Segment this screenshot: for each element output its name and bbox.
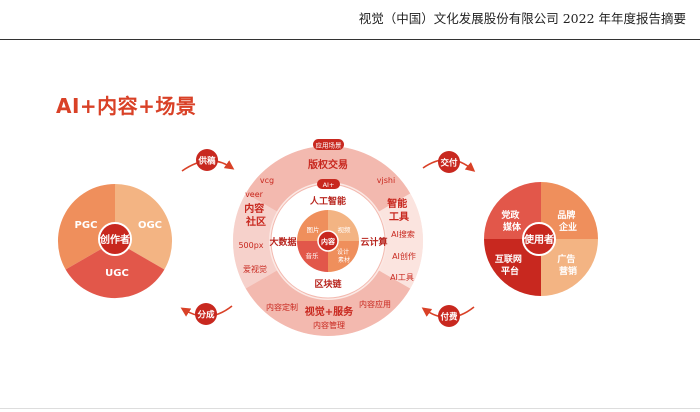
party-media-label: 党政 媒体 — [501, 209, 522, 233]
pgc-label: PGC — [75, 220, 98, 231]
bigdata-label: 大数据 — [269, 236, 296, 248]
visual-service-label: 视觉+服务 — [305, 305, 354, 318]
center-diagram: 应用场景 版权交易 vcg veer vjshi 内容 社区 500px 爱视觉… — [232, 139, 424, 337]
music-label: 音乐 — [306, 251, 320, 260]
veer-label: veer — [245, 190, 264, 199]
ai-tools-label: AI工具 — [390, 273, 414, 282]
party-media-line1: 党政 — [501, 209, 520, 221]
advertising-line2: 营销 — [559, 265, 577, 277]
content-manage-label: 内容管理 — [313, 320, 345, 330]
supply-badge — [196, 149, 218, 171]
video-segment — [328, 210, 359, 241]
blockchain-label: 区块链 — [314, 278, 342, 290]
brand-label: 品牌 企业 — [557, 209, 578, 233]
internet-line1: 互联网 — [495, 253, 522, 265]
cloud-label: 云计算 — [360, 236, 387, 248]
party-media-segment — [484, 182, 541, 239]
delivery-badge — [438, 151, 460, 173]
advertising-segment — [541, 239, 598, 296]
ogc-label: OGC — [138, 220, 162, 231]
delivery-label: 交付 — [440, 158, 458, 169]
vcg-label: vcg — [260, 176, 274, 185]
ai-label: 人工智能 — [309, 195, 346, 207]
flow-arrows: 供稿 分成 交付 付费 — [180, 149, 476, 327]
image-label: 图片 — [307, 225, 320, 234]
outer-ring-left-band — [232, 193, 277, 289]
brand-segment — [541, 182, 598, 239]
content-apply-label: 内容应用 — [359, 299, 391, 309]
video-label: 视频 — [338, 225, 352, 234]
supply-label: 供稿 — [197, 156, 216, 167]
brand-line1: 品牌 — [557, 209, 575, 221]
advertising-label: 广告 营销 — [557, 253, 578, 277]
aishijue-label: 爱视觉 — [243, 264, 267, 274]
users-circle: 使用者 党政 媒体 品牌 企业 互联网 平台 广告 营销 — [484, 182, 598, 296]
brand-line2: 企业 — [558, 221, 577, 233]
page-heading: AI+内容+场景 — [56, 94, 197, 118]
ugc-label: UGC — [105, 268, 129, 279]
design-line2: 素材 — [338, 256, 350, 264]
users-hub — [522, 222, 556, 256]
internet-line2: 平台 — [501, 265, 519, 277]
smart-tools-line2: 工具 — [389, 211, 409, 223]
design-line1: 设计 — [337, 248, 349, 256]
smart-tools-line1: 智能 — [387, 197, 407, 210]
creators-hub — [98, 222, 132, 256]
500px-label: 500px — [238, 241, 263, 250]
ai-plus-tag — [317, 179, 340, 189]
outer-ring-top-band — [245, 145, 411, 212]
payment-badge — [438, 305, 460, 327]
users-label: 使用者 — [523, 233, 554, 246]
distribution-label: 分成 — [197, 310, 215, 321]
content-hub-label: 内容 — [321, 237, 335, 246]
vjshi-label: vjshi — [377, 176, 395, 185]
ugc-segment — [65, 241, 165, 299]
copyright-trade-label: 版权交易 — [308, 158, 348, 171]
header-divider — [0, 39, 700, 40]
image-segment — [297, 210, 328, 241]
ai-search-label: AI搜索 — [391, 229, 415, 239]
ai-create-label: AI创作 — [392, 251, 416, 261]
content-community-line1: 内容 — [244, 202, 264, 215]
design-label: 设计 素材 — [337, 248, 351, 264]
report-header: 视觉（中国）文化发展股份有限公司 2022 年年度报告摘要 — [0, 0, 700, 40]
report-title: 视觉（中国）文化发展股份有限公司 2022 年年度报告摘要 — [358, 11, 686, 26]
payment-label: 付费 — [440, 312, 458, 323]
advertising-line1: 广告 — [557, 253, 575, 265]
creators-label: 创作者 — [99, 233, 130, 246]
outer-ring-right-band — [379, 193, 424, 289]
creators-circle: 创作者 PGC OGC UGC — [57, 183, 173, 299]
design-segment — [328, 241, 359, 272]
content-hub — [317, 230, 339, 252]
page-bottom-edge — [0, 408, 700, 409]
content-community-line2: 社区 — [245, 215, 266, 228]
scene-tag-label: 应用场景 — [316, 141, 343, 150]
party-media-line2: 媒体 — [502, 221, 522, 233]
distribution-badge — [195, 303, 217, 325]
music-segment — [297, 241, 328, 272]
content-community-label: 内容 社区 — [244, 202, 267, 228]
outer-ring-bottom-band — [245, 270, 411, 337]
ai-plus-tag-label: AI+ — [323, 181, 335, 189]
internet-label: 互联网 平台 — [495, 253, 525, 277]
scene-tag — [313, 139, 344, 150]
internet-segment — [484, 239, 541, 296]
smart-tools-label: 智能 工具 — [387, 197, 410, 223]
custom-content-label: 内容定制 — [266, 302, 298, 312]
